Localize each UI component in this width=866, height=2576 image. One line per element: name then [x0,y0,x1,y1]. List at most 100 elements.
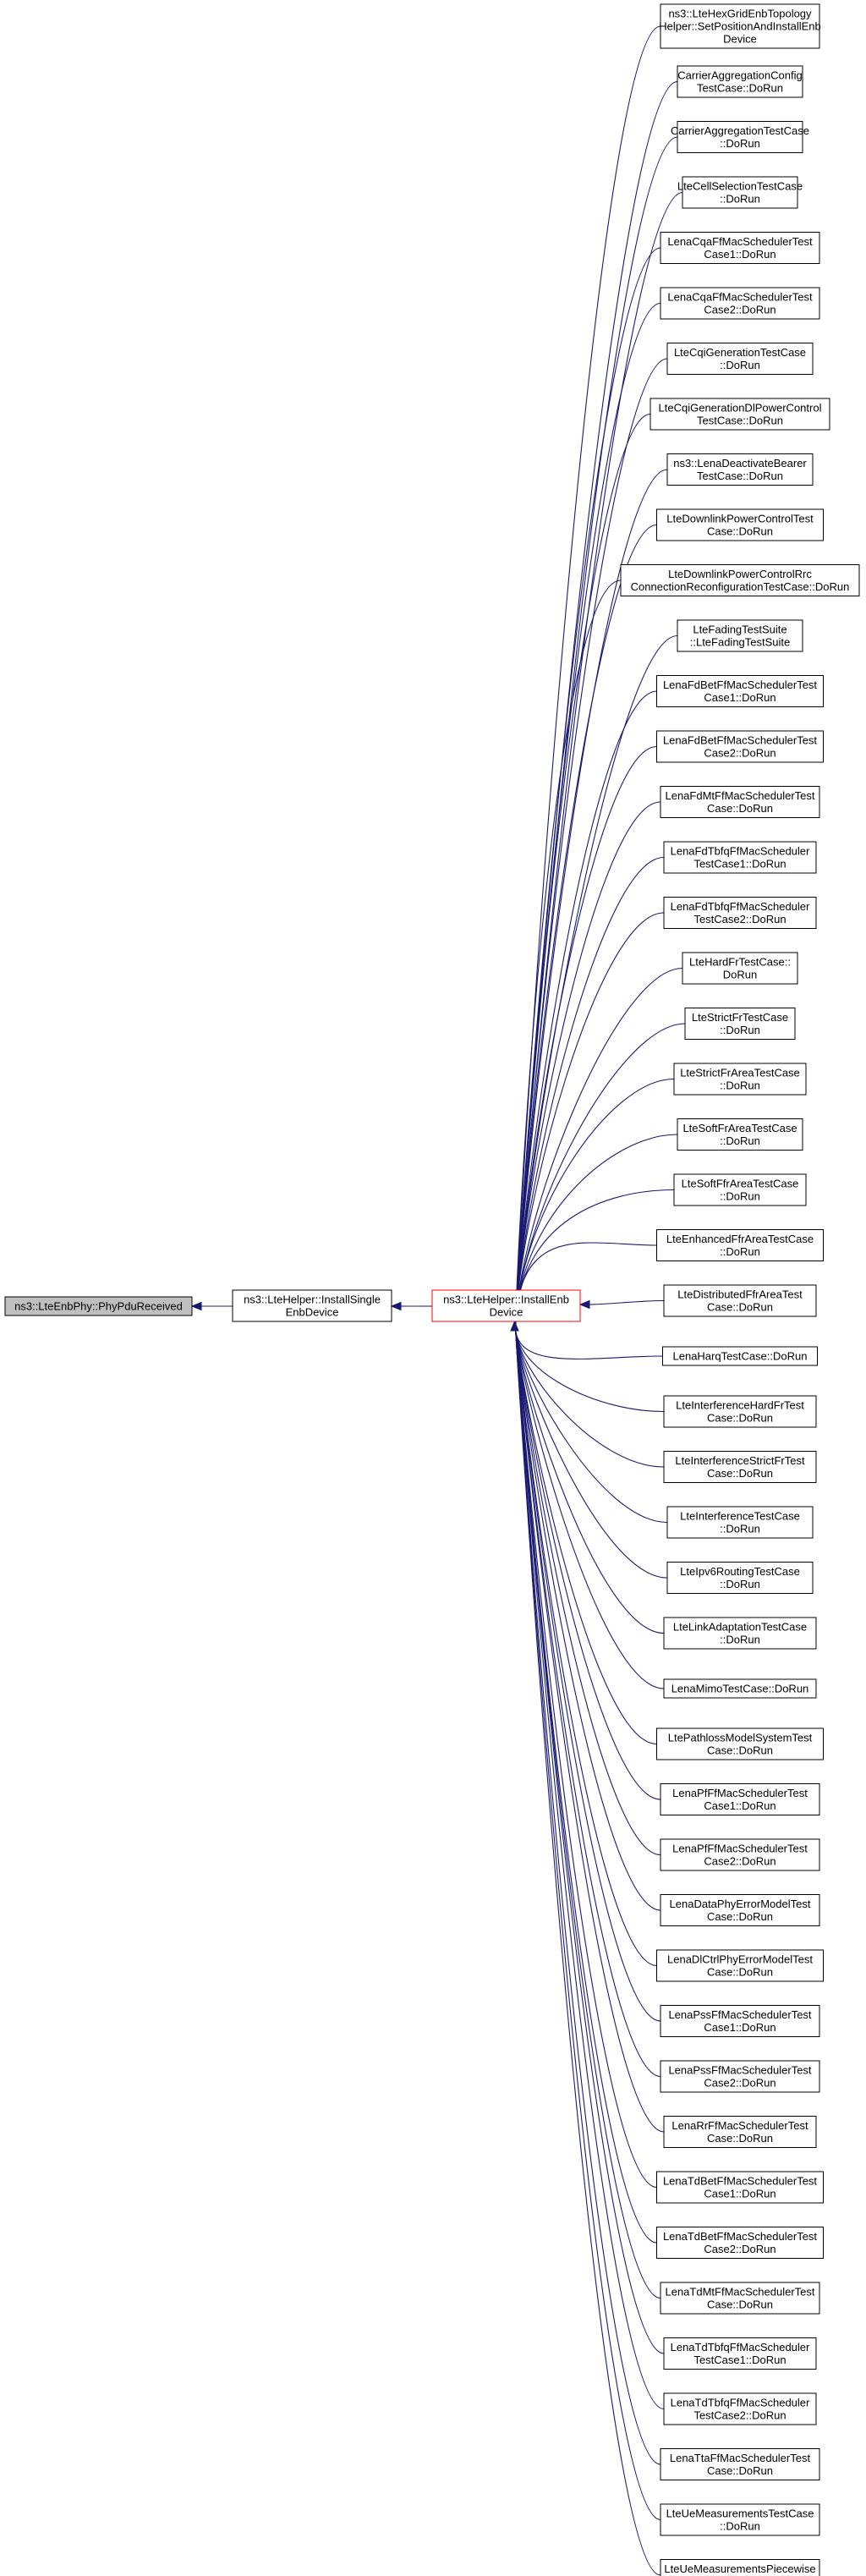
node-caller-28-box [666,1562,814,1594]
node-phy-pdu-received-label-line: ns3::LteEnbPhy::PhyPduReceived [14,1300,183,1313]
node-caller-12-box [656,675,824,707]
node-caller-29[interactable]: LteLinkAdaptationTestCase::DoRun [663,1617,817,1650]
node-caller-14-label-line: LenaFdMtFfMacSchedulerTest [665,789,814,802]
edge-caller-27 [514,1327,668,1524]
node-caller-18[interactable]: LteStrictFrTestCase::DoRun [684,1008,796,1040]
edge-caller-9 [514,524,657,1329]
node-caller-33-box [660,1838,820,1871]
node-caller-30[interactable]: LenaMimoTestCase::DoRun [663,1678,817,1699]
edge-caller-0 [514,25,661,1329]
node-caller-36-label-line: Case1::DoRun [704,2021,776,2034]
node-caller-37-label-line: LenaPssFfMacSchedulerTest [668,2064,811,2077]
edge-caller-33 [514,1327,661,1856]
node-caller-28-label-line: ::DoRun [720,1578,760,1590]
node-caller-46[interactable]: LteUeMeasurementsPiecewiseTestCase1::DoR… [660,2559,820,2576]
edge-caller-30 [514,1327,665,1689]
node-caller-31-box [656,1727,824,1760]
node-caller-4-box [660,232,820,264]
node-phy-pdu-received[interactable]: ns3::LteEnbPhy::PhyPduReceived [4,1296,193,1316]
node-caller-5-box [660,287,820,320]
edge-caller-15 [514,856,665,1329]
node-caller-42-label-line: TestCase1::DoRun [693,2354,786,2366]
node-caller-45-box [660,2503,820,2536]
node-caller-23-box [663,1284,817,1317]
node-caller-38-label-line: Case::DoRun [707,2132,773,2145]
node-caller-21-box [673,1173,807,1206]
edge-caller-44 [514,1327,661,2465]
node-caller-17[interactable]: LteHardFrTestCase::DoRun [682,952,798,985]
node-caller-20[interactable]: LteSoftFrAreaTestCase::DoRun [677,1118,803,1151]
node-caller-22-label-line: ::DoRun [720,1245,760,1258]
node-caller-21[interactable]: LteSoftFfrAreaTestCase::DoRun [673,1173,807,1206]
node-caller-27[interactable]: LteInterferenceTestCase::DoRun [666,1506,814,1539]
node-caller-3[interactable]: LteCellSelectionTestCase::DoRun [677,176,803,209]
node-install-enb-device-label-line: ns3::LteHelper::InstallEnb [443,1293,569,1306]
node-caller-0[interactable]: ns3::LteHexGridEnbTopologyHelper::SetPos… [659,3,821,49]
node-caller-10[interactable]: LteDownlinkPowerControlRrcConnectionReco… [620,564,860,596]
node-caller-14-label-line: Case::DoRun [707,802,773,815]
node-caller-44-label-line: LenaTtaFfMacSchedulerTest [670,2452,811,2464]
node-caller-37-label-line: Case2::DoRun [704,2077,776,2090]
node-caller-10-label-line: ConnectionReconfigurationTestCase::DoRun [631,580,850,593]
node-caller-21-label-line: ::DoRun [720,1190,760,1203]
node-caller-43-box [663,2392,817,2425]
edge-caller-35 [514,1327,657,1967]
node-caller-22-box [656,1229,824,1261]
node-caller-42-box [663,2337,817,2370]
node-caller-11[interactable]: LteFadingTestSuite::LteFadingTestSuite [677,619,803,652]
edge-caller-24 [514,1327,663,1359]
node-install-enb-device-box [431,1289,581,1322]
node-caller-2[interactable]: CarrierAggregationTestCase::DoRun [671,121,809,153]
node-caller-24[interactable]: LenaHarqTestCase::DoRun [662,1346,818,1366]
node-caller-14-box [660,786,820,818]
node-caller-44-box [660,2448,820,2480]
node-caller-18-box [684,1008,796,1040]
node-caller-22[interactable]: LteEnhancedFfrAreaTestCase::DoRun [656,1229,824,1261]
node-caller-27-box [666,1506,814,1539]
node-caller-45[interactable]: LteUeMeasurementsTestCase::DoRun [660,2503,820,2536]
edge-caller-18 [514,1023,686,1329]
node-caller-7[interactable]: LteCqiGenerationDlPowerControlTestCase::… [650,398,830,431]
edges-layer [190,25,686,2576]
nodes-layer: ns3::LteEnbPhy::PhyPduReceived ns3::LteHe… [4,3,860,2576]
node-caller-29-box [663,1617,817,1650]
node-caller-29-label-line: LteLinkAdaptationTestCase [673,1621,807,1634]
node-caller-28[interactable]: LteIpv6RoutingTestCase::DoRun [666,1562,814,1594]
node-caller-41-label-line: LenaTdMtFfMacSchedulerTest [665,2286,814,2299]
node-caller-19[interactable]: LteStrictFrAreaTestCase::DoRun [673,1063,807,1096]
node-caller-6[interactable]: LteCqiGenerationTestCase::DoRun [666,343,814,375]
node-caller-38-box [663,2116,817,2148]
node-caller-34-label-line: LenaDataPhyErrorModelTest [670,1898,811,1910]
node-caller-9-label-line: LteDownlinkPowerControlTest [666,513,814,525]
node-install-single-enb-device-label-line: EnbDevice [286,1306,339,1319]
